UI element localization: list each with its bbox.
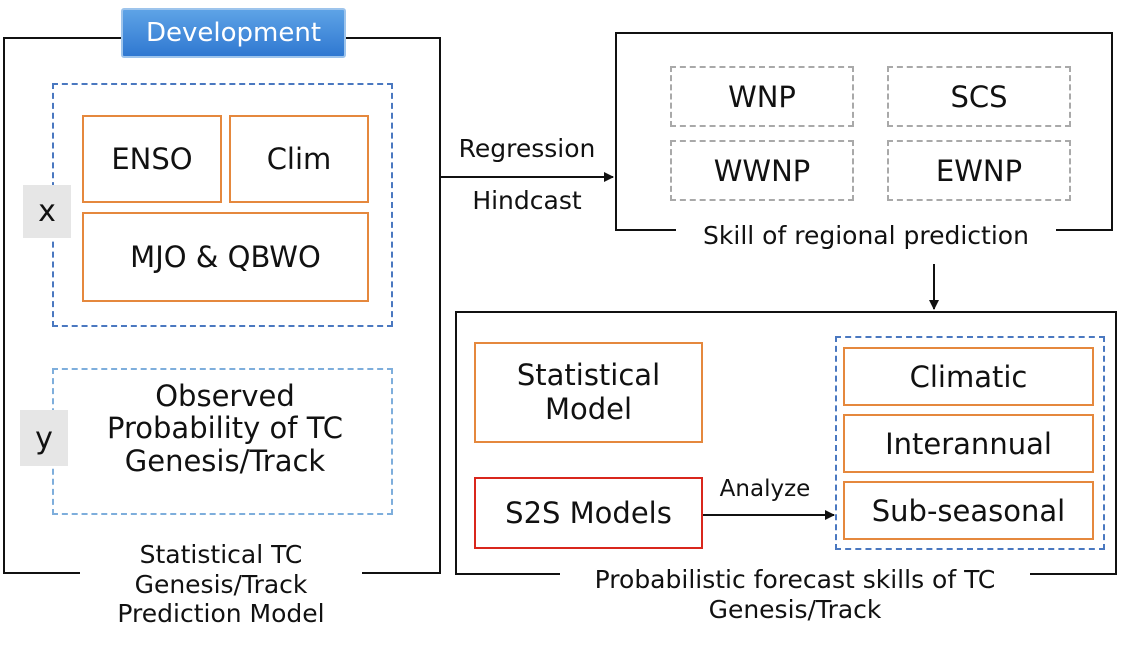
- ewnp-region-box: EWNP: [887, 140, 1071, 201]
- observed-probability-text: Observed Probability of TC Genesis/Track: [80, 379, 370, 478]
- forecast-caption-line-1: Probabilistic forecast skills of TC: [594, 565, 996, 594]
- analyze-label: Analyze: [719, 476, 811, 502]
- forecast-skill-caption: Probabilistic forecast skills of TC Gene…: [560, 565, 1030, 624]
- statistical-model-box: Statistical Model: [474, 342, 703, 443]
- mjo-qbwo-box: MJO & QBWO: [82, 212, 369, 302]
- caption-line-2: Genesis/Track: [134, 569, 308, 599]
- regional-skill-caption: Skill of regional prediction: [676, 221, 1056, 251]
- interannual-box: Interannual: [843, 414, 1094, 473]
- enso-box: ENSO: [82, 115, 222, 203]
- wwnp-region-box: WWNP: [670, 140, 854, 201]
- wnp-region-box: WNP: [670, 66, 854, 127]
- y-variable-label: y: [20, 410, 68, 466]
- caption-line-3: Prediction Model: [117, 599, 325, 628]
- scs-region-box: SCS: [887, 66, 1071, 127]
- observed-line-2: Probability of TC: [107, 411, 343, 446]
- s2s-models-box: S2S Models: [474, 477, 703, 549]
- subseasonal-box: Sub-seasonal: [843, 481, 1094, 540]
- observed-line-3: Genesis/Track: [124, 443, 326, 478]
- statistical-model-caption: Statistical TC Genesis/Track Prediction …: [80, 540, 362, 629]
- timescales-group: [835, 336, 1105, 550]
- climatic-box: Climatic: [843, 347, 1094, 406]
- regression-label: Regression: [458, 134, 596, 163]
- hindcast-label: Hindcast: [472, 186, 582, 215]
- statistical-model-line-2: Model: [544, 391, 633, 426]
- forecast-caption-line-2: Genesis/Track: [708, 594, 882, 624]
- development-badge: Development: [121, 8, 346, 58]
- x-variable-label: x: [23, 185, 71, 238]
- clim-box: Clim: [229, 115, 369, 203]
- caption-line-1: Statistical TC: [139, 540, 303, 569]
- observed-line-1: Observed: [155, 379, 295, 413]
- statistical-model-line-1: Statistical: [516, 358, 661, 393]
